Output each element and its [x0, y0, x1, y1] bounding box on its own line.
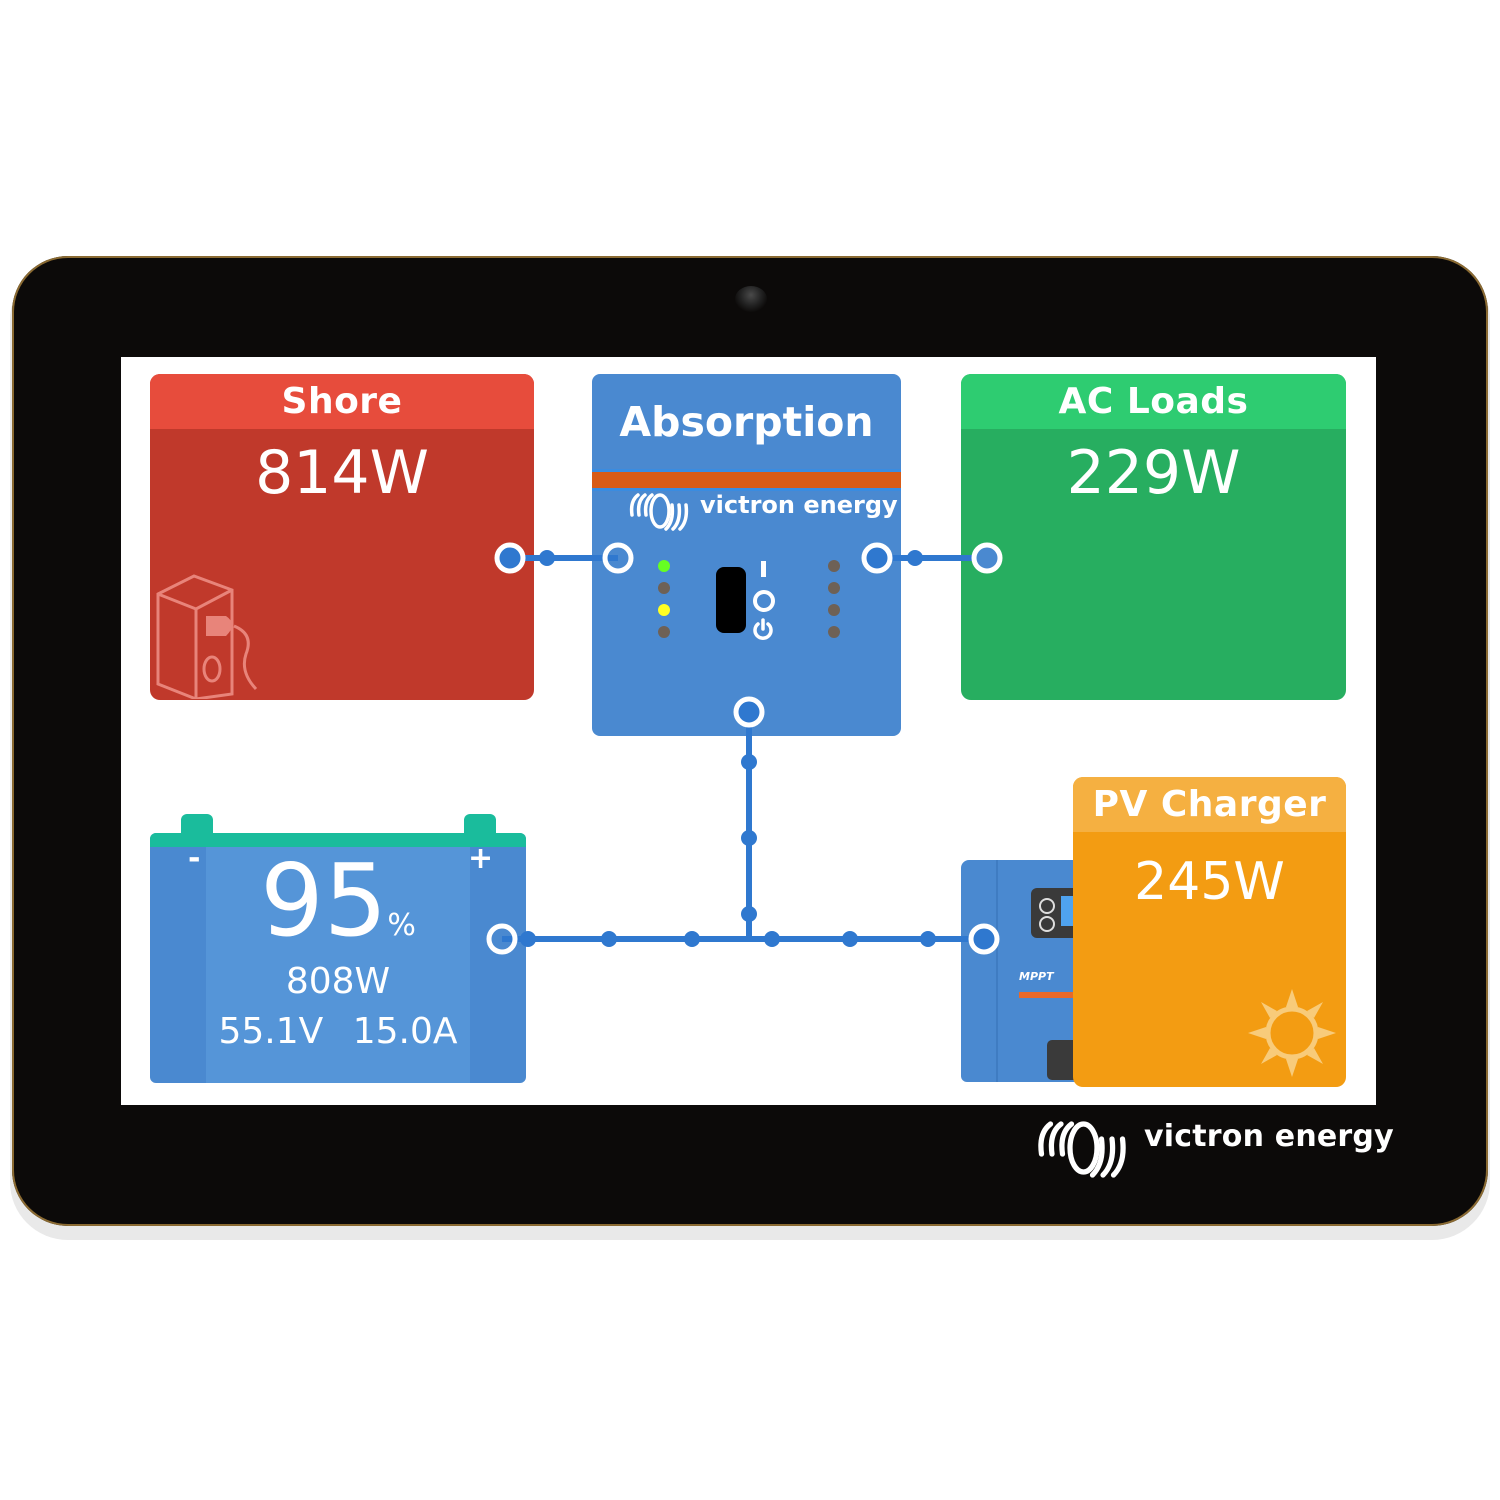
ac-loads-title: AC Loads: [961, 374, 1346, 429]
battery-neg-label: -: [188, 841, 201, 876]
victron-logo-icon: [1038, 1121, 1126, 1178]
battery-soc-value: 95: [260, 842, 388, 959]
led-low-battery: [828, 604, 840, 616]
battery-pos-label: +: [468, 841, 494, 876]
battery-voltage: 55.1V: [218, 1011, 324, 1052]
battery-positive-terminal: [464, 814, 496, 833]
inverter-switch[interactable]: [716, 567, 746, 633]
mppt-button-icon: [1039, 916, 1055, 932]
battery-power: 808W: [285, 961, 391, 1002]
ac-loads-power: 229W: [1066, 438, 1241, 508]
bezel-logo: victron energy: [1032, 1115, 1394, 1181]
battery-negative-terminal: [181, 814, 213, 833]
mppt-device-image: MPPT: [961, 860, 1091, 1082]
inverter-stripe: [592, 469, 901, 491]
battery-center-panel: [206, 847, 470, 1083]
inverter-brand-text: victron energy: [700, 491, 898, 519]
battery-soc: 95%: [150, 841, 526, 986]
battery-tile[interactable]: - + 95% 808W 55.1V 15.0A: [150, 833, 526, 1083]
camera-icon: [735, 286, 767, 312]
pv-charger-tile[interactable]: PV Charger 245W: [1073, 777, 1346, 1087]
pv-charger-title: PV Charger: [1073, 777, 1346, 832]
bezel-brand-text: victron energy: [1144, 1119, 1394, 1154]
battery-soc-unit: %: [387, 908, 416, 943]
battery-cap: [150, 833, 526, 847]
victron-logo-icon: [629, 493, 689, 531]
switch-on-icon: [761, 561, 766, 577]
led-overload: [828, 582, 840, 594]
screen: Shore 814W Absorption vic: [121, 357, 1376, 1105]
led-float: [658, 626, 670, 638]
led-mains-on: [658, 560, 670, 572]
shore-title: Shore: [150, 374, 534, 429]
inverter-state: Absorption: [619, 398, 874, 446]
switch-off-icon: [753, 590, 775, 612]
inverter-brand: victron energy: [626, 489, 898, 533]
mppt-stripe: [1019, 992, 1091, 998]
battery-voltage-current: 55.1V 15.0A: [150, 1011, 526, 1052]
ac-loads-tile[interactable]: AC Loads 229W: [961, 374, 1346, 700]
shore-tile[interactable]: Shore 814W: [150, 374, 534, 700]
battery-current: 15.0A: [352, 1011, 458, 1052]
led-temperature: [828, 626, 840, 638]
power-icon: [753, 618, 773, 640]
mppt-button-icon: [1039, 898, 1055, 914]
sun-icon: [1248, 989, 1336, 1077]
shore-power: 814W: [255, 438, 429, 508]
shore-power-plug-icon: [156, 574, 258, 699]
mppt-edge: [996, 860, 998, 1082]
pv-charger-power: 245W: [1134, 852, 1285, 912]
led-absorption: [658, 604, 670, 616]
led-inverter-on: [828, 560, 840, 572]
mppt-label: MPPT: [1019, 970, 1054, 983]
inverter-tile[interactable]: Absorption victron energy: [592, 374, 901, 736]
led-bulk: [658, 582, 670, 594]
